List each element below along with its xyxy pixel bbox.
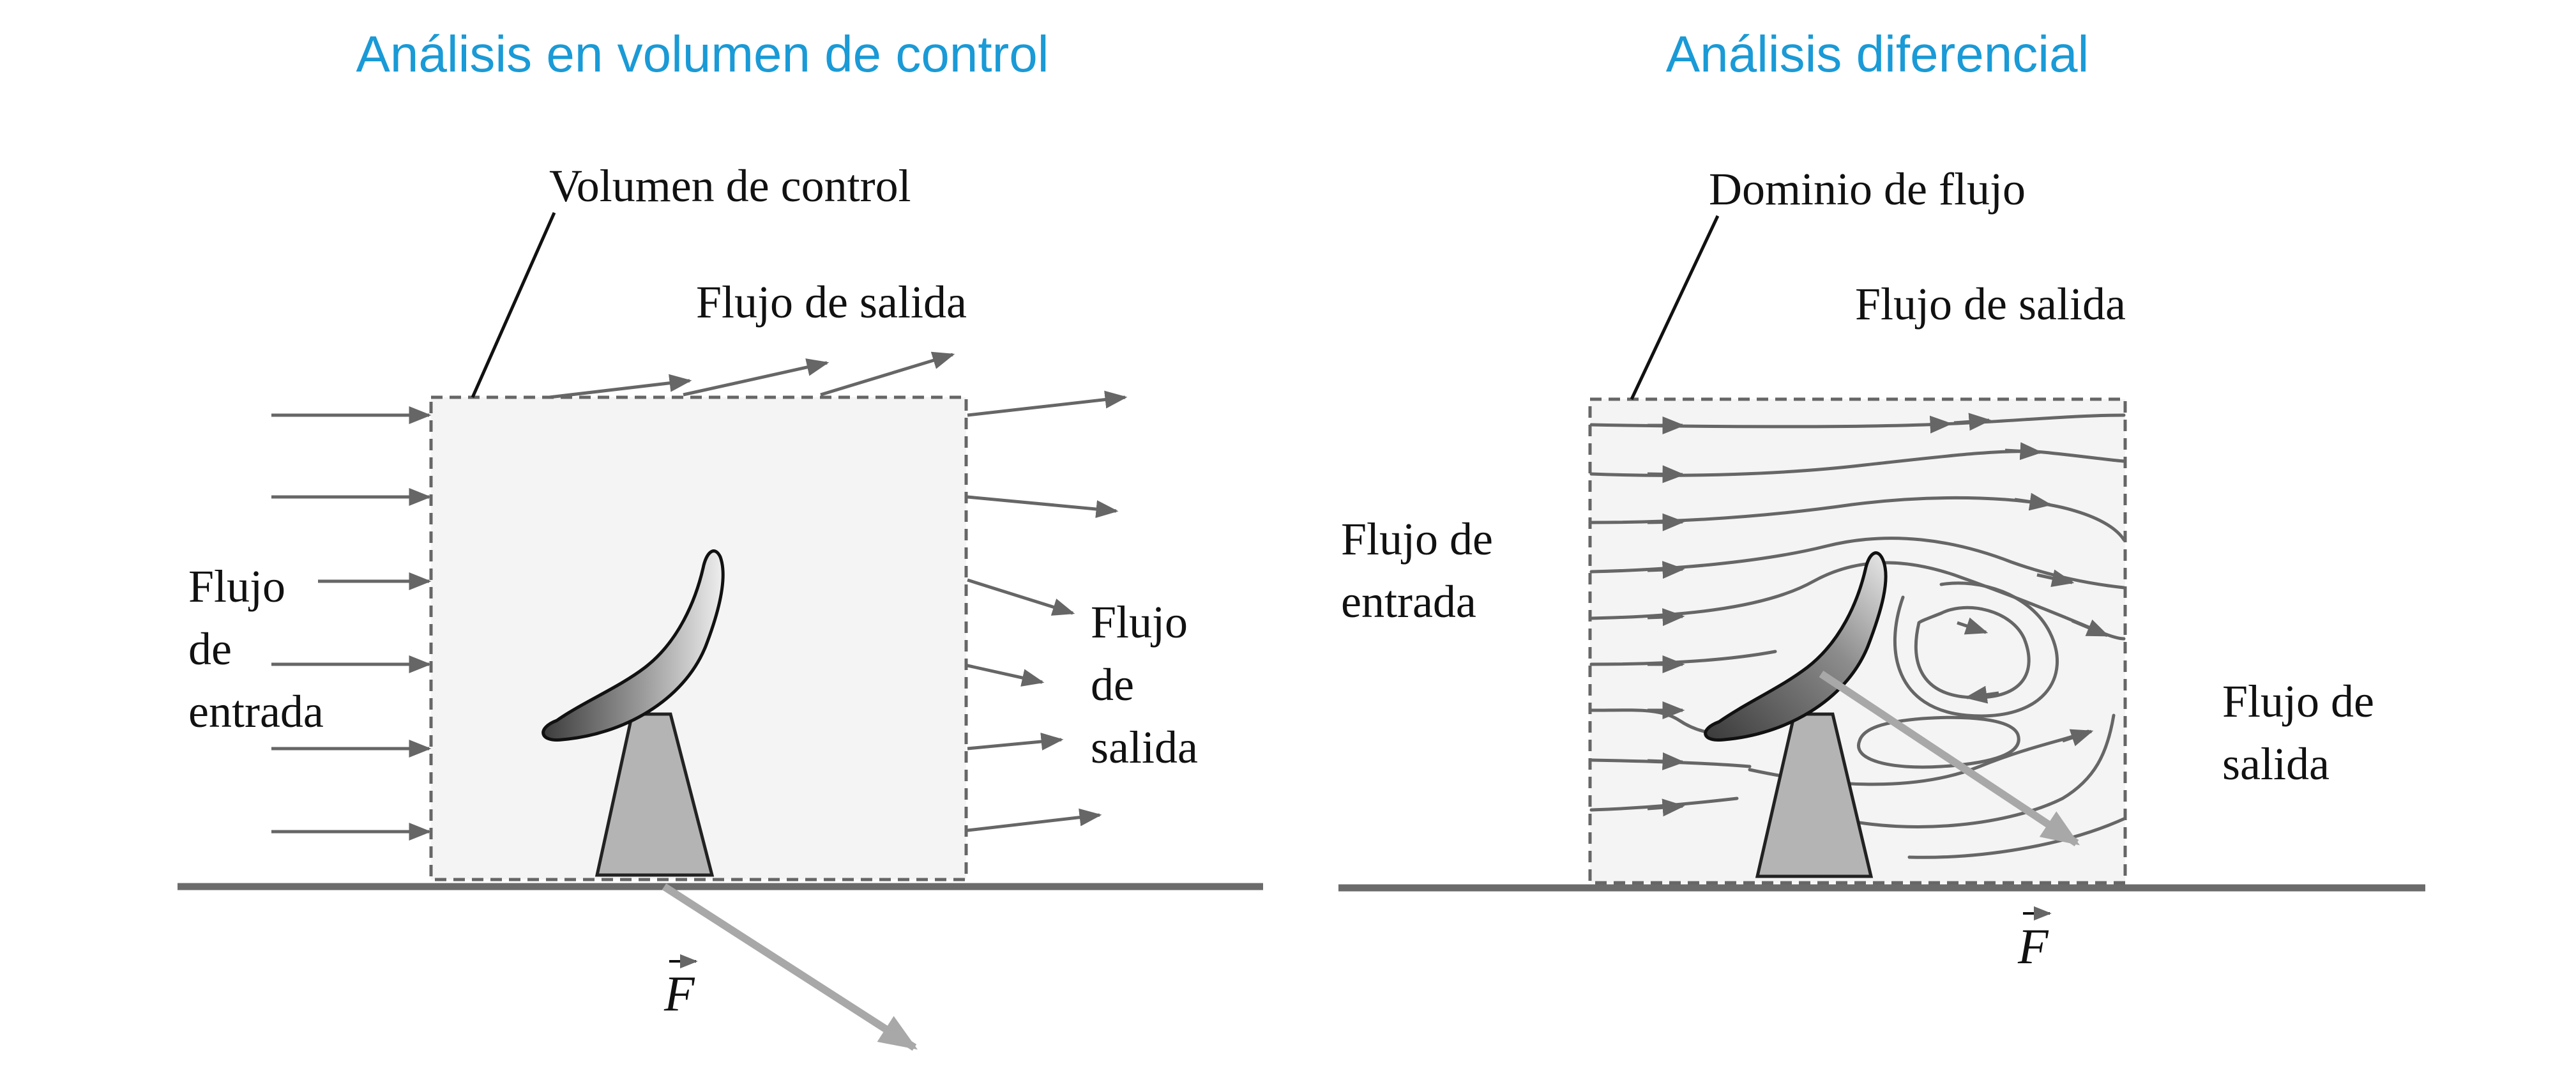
flow-arrow bbox=[1647, 798, 1685, 817]
left-inflow-arrows bbox=[271, 406, 432, 841]
left-right-outflow-arrows bbox=[967, 390, 1128, 832]
streamline bbox=[1589, 450, 2126, 477]
right-outflow-right-label-line-1: Flujo de bbox=[2222, 676, 2374, 727]
flow-arrow bbox=[1957, 617, 1989, 635]
left-blade bbox=[542, 549, 725, 742]
right-outflow-top-label: Flujo de salida bbox=[1855, 278, 2126, 330]
flow-arrow bbox=[967, 808, 1102, 832]
left-stand bbox=[595, 712, 715, 877]
left-inflow-label-line-1: Flujo bbox=[188, 561, 285, 612]
control-volume-label: Volumen de control bbox=[549, 160, 911, 211]
right-inflow-label-line-2: entrada bbox=[1341, 576, 1476, 627]
flow-arrow bbox=[1647, 608, 1685, 627]
vortex-loop bbox=[1857, 715, 2020, 769]
right-panel-title: Análisis diferencial bbox=[1666, 26, 2089, 82]
left-outflow-right-label-line-2: de bbox=[1091, 659, 1134, 710]
streamline bbox=[1589, 496, 2126, 542]
flow-arrow bbox=[2014, 492, 2052, 511]
left-outflow-right-label-line-1: Flujo bbox=[1091, 597, 1188, 648]
flow-arrow bbox=[1964, 685, 1999, 704]
flow-arrow bbox=[1647, 465, 1685, 484]
flow-arrow bbox=[1953, 413, 1992, 431]
vortex-loop bbox=[1914, 606, 2031, 699]
right-panel: Análisis diferencial Dominio de flujo Fl… bbox=[1338, 26, 2425, 974]
flow-domain-label: Dominio de flujo bbox=[1709, 164, 2026, 215]
streamline bbox=[1589, 650, 1777, 666]
flow-arrow bbox=[967, 664, 1045, 687]
left-panel: Análisis en volumen de control Volumen d… bbox=[178, 26, 1263, 1051]
flow-arrow bbox=[683, 358, 830, 397]
right-inflow-label-line-1: Flujo de bbox=[1341, 514, 1493, 565]
flow-arrow bbox=[967, 390, 1128, 417]
streamline bbox=[1831, 713, 2116, 828]
flow-arrow bbox=[1647, 561, 1685, 579]
flow-arrow bbox=[549, 374, 692, 399]
flow-arrow bbox=[820, 351, 955, 397]
left-outflow-top-label: Flujo de salida bbox=[696, 277, 967, 328]
right-force-vector bbox=[1819, 670, 2080, 847]
flow-arrow bbox=[967, 733, 1064, 751]
flow-arrow bbox=[2004, 442, 2043, 461]
left-outflow-right-label-line-3: salida bbox=[1091, 722, 1198, 773]
right-blade bbox=[1704, 551, 1888, 742]
left-panel-title: Análisis en volumen de control bbox=[356, 26, 1049, 82]
left-force-label: F bbox=[663, 966, 695, 1021]
right-stand bbox=[1755, 712, 1874, 878]
control-volume-leader-line bbox=[471, 211, 556, 399]
streamline bbox=[1907, 817, 2126, 859]
flow-arrow bbox=[2072, 619, 2110, 637]
streamline-arrowheads bbox=[1647, 413, 2110, 817]
flow-domain-leader-line bbox=[1630, 215, 1720, 400]
left-top-outflow-arrows bbox=[549, 351, 955, 399]
left-force-vector bbox=[662, 883, 918, 1051]
right-outflow-right-label-line-2: salida bbox=[2222, 738, 2330, 789]
left-inflow-label-line-3: entrada bbox=[188, 686, 324, 737]
flow-arrow bbox=[967, 495, 1119, 518]
right-force-label: F bbox=[2017, 919, 2049, 974]
flow-arrow bbox=[1647, 752, 1685, 770]
flow-arrow bbox=[2062, 729, 2094, 747]
left-inflow-label-line-2: de bbox=[188, 623, 232, 675]
flow-arrow bbox=[967, 578, 1075, 616]
vortex-loop bbox=[1893, 581, 2059, 718]
flow-arrow bbox=[2036, 569, 2075, 587]
